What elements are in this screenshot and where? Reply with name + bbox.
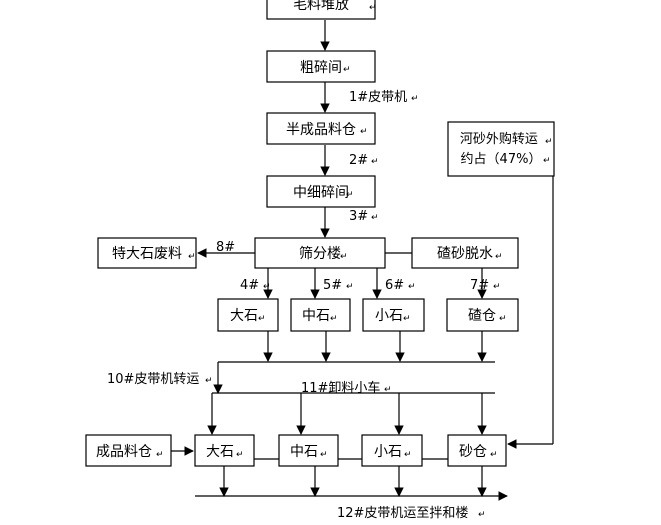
paragraph-mark: ↵ — [156, 450, 164, 460]
paragraph-mark: ↵ — [360, 127, 368, 137]
paragraph-mark: ↵ — [490, 450, 498, 460]
medium-stone-label: 中石 — [302, 308, 330, 324]
final-large-stone-box: 大石 — [194, 434, 255, 467]
final-large-stone-label: 大石 — [206, 444, 234, 460]
screening-building-box: 筛分楼 — [254, 237, 386, 269]
oversize-waste-box: 特大石废料 — [97, 237, 197, 269]
paragraph-mark: ↵ — [403, 314, 411, 324]
paragraph-mark: ↵ — [384, 385, 392, 395]
paragraph-mark: ↵ — [495, 252, 503, 262]
paragraph-mark: ↵ — [340, 252, 348, 262]
belt12-label: 12#皮带机运至拌和楼 — [337, 506, 468, 521]
final-small-stone-label: 小石 — [374, 444, 402, 460]
primary-crushing-label: 粗碎间 — [300, 60, 342, 76]
paragraph-mark: ↵ — [404, 450, 412, 460]
slag-sand-dewatering-box: 碴砂脱水 — [411, 237, 519, 269]
sand-bin-label: 砂仓 — [459, 444, 487, 460]
large-stone-box: 大石 — [217, 298, 279, 332]
final-medium-stone-box: 中石 — [278, 434, 339, 467]
belt3-label: 3# — [349, 209, 368, 224]
river-sand-purchase-label: 河砂外购转运 约占（47%） — [460, 131, 542, 167]
paragraph-mark: ↵ — [493, 282, 501, 292]
paragraph-mark: ↵ — [263, 282, 271, 292]
raw-stockpile-box: 毛料堆放 — [266, 0, 376, 20]
belt6-label: 6# — [385, 278, 404, 293]
final-medium-stone-label: 中石 — [290, 444, 318, 460]
small-stone-box: 小石 — [362, 298, 425, 332]
paragraph-mark: ↵ — [346, 190, 354, 200]
paragraph-mark: ↵ — [371, 213, 379, 223]
primary-crushing-box: 粗碎间 — [266, 50, 376, 83]
semi-finished-bin-label: 半成品料仓 — [286, 122, 356, 138]
small-stone-label: 小石 — [375, 308, 403, 324]
paragraph-mark: ↵ — [478, 510, 486, 520]
slag-bin-label: 碴仓 — [468, 308, 496, 324]
paragraph-mark: ↵ — [330, 314, 338, 324]
raw-stockpile-label: 毛料堆放 — [293, 0, 349, 13]
sand-bin-box: 砂仓 — [447, 434, 507, 467]
paragraph-mark: ↵ — [320, 450, 328, 460]
finished-bin-label: 成品料仓 — [96, 444, 152, 460]
belt10-label: 10#皮带机转运 — [107, 372, 199, 387]
paragraph-mark: ↵ — [258, 314, 266, 324]
large-stone-label: 大石 — [230, 308, 258, 324]
paragraph-mark: ↵ — [369, 3, 377, 13]
finished-bin-box: 成品料仓 — [85, 434, 172, 467]
secondary-crushing-box: 中细碎间 — [266, 175, 376, 208]
belt7-label: 7# — [470, 278, 489, 293]
paragraph-mark: ↵ — [543, 156, 551, 166]
paragraph-mark: ↵ — [545, 137, 553, 147]
oversize-waste-label: 特大石废料 — [112, 246, 182, 262]
paragraph-mark: ↵ — [236, 450, 244, 460]
paragraph-mark: ↵ — [499, 314, 507, 324]
belt8-label: 8# — [216, 240, 235, 255]
belt5-label: 5# — [323, 278, 342, 293]
paragraph-mark: ↵ — [411, 94, 419, 104]
slag-bin-box: 碴仓 — [446, 298, 519, 332]
river-sand-purchase-box: 河砂外购转运 约占（47%） — [447, 121, 555, 177]
medium-stone-box: 中石 — [290, 298, 351, 332]
paragraph-mark: ↵ — [343, 65, 351, 75]
connectors — [171, 20, 554, 501]
belt1-label: 1#皮带机 — [349, 90, 407, 105]
slag-sand-dewatering-label: 碴砂脱水 — [437, 246, 493, 262]
paragraph-mark: ↵ — [346, 282, 354, 292]
semi-finished-bin-box: 半成品料仓 — [266, 112, 376, 145]
belt4-label: 4# — [240, 278, 259, 293]
final-small-stone-box: 小石 — [361, 434, 423, 467]
paragraph-mark: ↵ — [188, 252, 196, 262]
belt-labels: 1#皮带机 ↵ 2# ↵ 3# ↵ 8# 4# ↵ 5# ↵ 6# ↵ 7# ↵… — [107, 90, 501, 521]
paragraph-mark: ↵ — [205, 376, 213, 386]
paragraph-marks: ↵ ↵ ↵ ↵ ↵ ↵ ↵ ↵ ↵ ↵ ↵ ↵ ↵ ↵ ↵ ↵ ↵ ↵ — [156, 3, 553, 460]
belt11-label: 11#卸料小车 — [301, 380, 380, 396]
river-sand-line1: 河砂外购转运 — [460, 131, 538, 147]
belt2-label: 2# — [349, 153, 368, 168]
paragraph-mark: ↵ — [371, 157, 379, 167]
paragraph-mark: ↵ — [408, 282, 416, 292]
secondary-crushing-label: 中细碎间 — [293, 185, 349, 201]
screening-building-label: 筛分楼 — [299, 246, 341, 262]
river-sand-line2: 约占（47%） — [461, 152, 542, 167]
